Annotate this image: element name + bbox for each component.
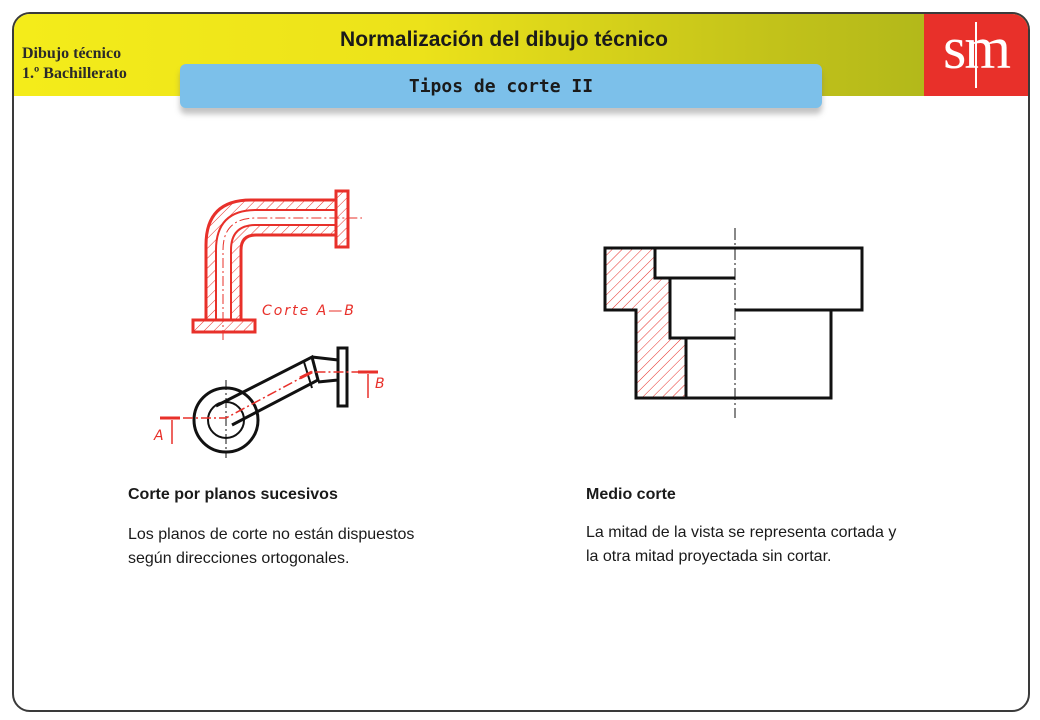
top-flange [334, 189, 350, 249]
half-view-steps [670, 276, 831, 340]
course-level: 1.º Bachillerato [22, 65, 127, 82]
pipe-section-drawing: Corte A—B A B [153, 189, 385, 458]
subtitle-bar: Tipos de corte II [180, 64, 822, 108]
right-caption-title: Medio corte [586, 486, 676, 503]
pipe-plan-branch [215, 354, 320, 427]
page-subtitle: Tipos de corte II [408, 76, 594, 97]
half-section-outline [603, 246, 864, 400]
pipe-section-centerline [222, 217, 362, 340]
label-b: B [375, 376, 385, 392]
left-caption-text: Los planos de corte no están dispuestos … [128, 526, 415, 567]
logo-divider [975, 22, 977, 88]
cutting-plane-line [165, 371, 370, 419]
publisher-logo: sm [924, 14, 1028, 96]
bottom-flange [191, 318, 257, 334]
course-subject: Dibujo técnico [22, 45, 122, 62]
half-section-steps [653, 248, 688, 398]
course-label: Dibujo técnico 1.º Bachillerato [22, 44, 127, 84]
cutting-plane-kink [299, 370, 313, 380]
slide-frame: Dibujo técnico 1.º Bachillerato Normaliz… [12, 12, 1030, 712]
left-caption-title: Corte por planos sucesivos [128, 486, 338, 503]
page-title: Normalización del dibujo técnico [340, 28, 668, 51]
label-a: A [153, 428, 164, 444]
section-label: Corte A—B [262, 303, 356, 319]
half-section-drawing [603, 228, 864, 418]
right-caption-text: La mitad de la vista se representa corta… [586, 524, 897, 565]
pipe-plan-flange [336, 346, 349, 408]
logo-text: sm [942, 15, 1011, 81]
half-section-hatched [605, 248, 686, 398]
